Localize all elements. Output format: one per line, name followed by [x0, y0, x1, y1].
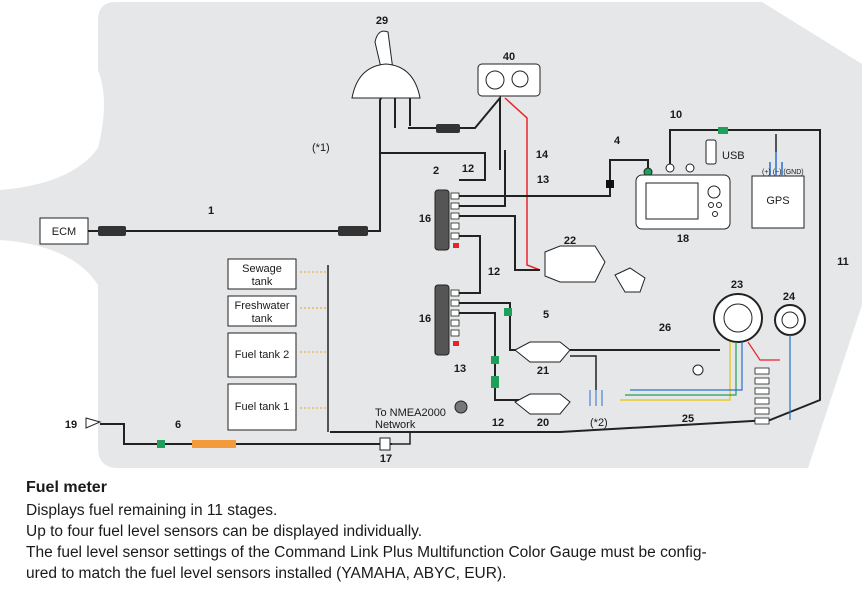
usb-label: USB [722, 150, 745, 162]
freshwater-tank-box [227, 295, 297, 327]
callout-16a: 16 [419, 213, 431, 225]
freshwater-label-line2: tank [252, 313, 273, 325]
callout-22: 22 [564, 235, 576, 247]
nmea-label-line2: Network [375, 419, 416, 431]
callout-12c: 12 [492, 417, 504, 429]
callout-21: 21 [537, 365, 549, 377]
callout-11: 11 [837, 256, 849, 268]
sewage-label-line2: tank [252, 276, 273, 288]
callout-40: 40 [503, 51, 515, 63]
callout-25: 25 [682, 413, 694, 425]
callout-26: 26 [659, 322, 671, 334]
gauge-23 [713, 293, 763, 343]
callout-19: 19 [65, 419, 77, 431]
callout-18: 18 [677, 233, 689, 245]
callout-13a: 13 [537, 174, 549, 186]
callout-29: 29 [376, 15, 388, 27]
callout-12b: 12 [488, 266, 500, 278]
sewage-tank-box [227, 258, 297, 290]
caption-title: Fuel meter [26, 479, 107, 496]
callout-6: 6 [175, 419, 181, 431]
caption-line-4: ured to match the fuel level sensors ins… [26, 565, 507, 582]
gateway-22 [544, 245, 646, 293]
callout-12a: 12 [462, 163, 474, 175]
hub-lower [434, 284, 450, 356]
callout-24: 24 [783, 291, 796, 303]
gps-pins-label: (+) (−) (GND) [762, 169, 804, 176]
callout-5: 5 [543, 309, 549, 321]
callout-13b: 13 [454, 363, 466, 375]
caption-line-2: Up to four fuel level sensors can be dis… [26, 523, 423, 540]
hub-upper [434, 189, 450, 251]
caption-block: Fuel meter Displays fuel remaining in 11… [26, 479, 846, 584]
callout-17: 17 [380, 453, 392, 465]
callout-14: 14 [536, 149, 549, 161]
ecm-label: ECM [52, 226, 76, 238]
callout-23: 23 [731, 279, 743, 291]
callout-20: 20 [537, 417, 549, 429]
caption-line-1: Displays fuel remaining in 11 stages. [26, 502, 278, 519]
fuel-tank-1-box [227, 383, 297, 431]
nmea-connector-icon [454, 400, 468, 414]
callout-4: 4 [614, 135, 621, 147]
ecm-box: ECM [39, 217, 89, 245]
gps-label: GPS [766, 195, 789, 207]
main-switch-panel [477, 63, 541, 97]
multifunction-display [635, 174, 731, 230]
note1-label: (*1) [312, 142, 330, 154]
freshwater-label-line1: Freshwater [234, 300, 289, 312]
callout-10: 10 [670, 109, 682, 121]
sewage-label-line1: Sewage [242, 263, 282, 275]
gauge-24 [774, 304, 806, 336]
note2-label: (*2) [590, 417, 608, 429]
callout-1: 1 [208, 205, 214, 217]
gps-unit [751, 175, 805, 229]
wiring-diagram: ECM [0, 2, 862, 468]
nmea-label-line1: To NMEA2000 [375, 407, 446, 419]
hull-silhouette [0, 2, 862, 468]
interface-module-20 [514, 393, 571, 415]
callout-2: 2 [433, 165, 439, 177]
callout-16b: 16 [419, 313, 431, 325]
fuel-tank-1-label: Fuel tank 1 [235, 401, 289, 413]
fuel-tank-2-box [227, 332, 297, 378]
cable-1 [88, 91, 386, 236]
remote-control [351, 30, 421, 128]
fuel-tank-2-label: Fuel tank 2 [235, 349, 289, 361]
caption-line-3: The fuel level sensor settings of the Co… [26, 544, 707, 561]
